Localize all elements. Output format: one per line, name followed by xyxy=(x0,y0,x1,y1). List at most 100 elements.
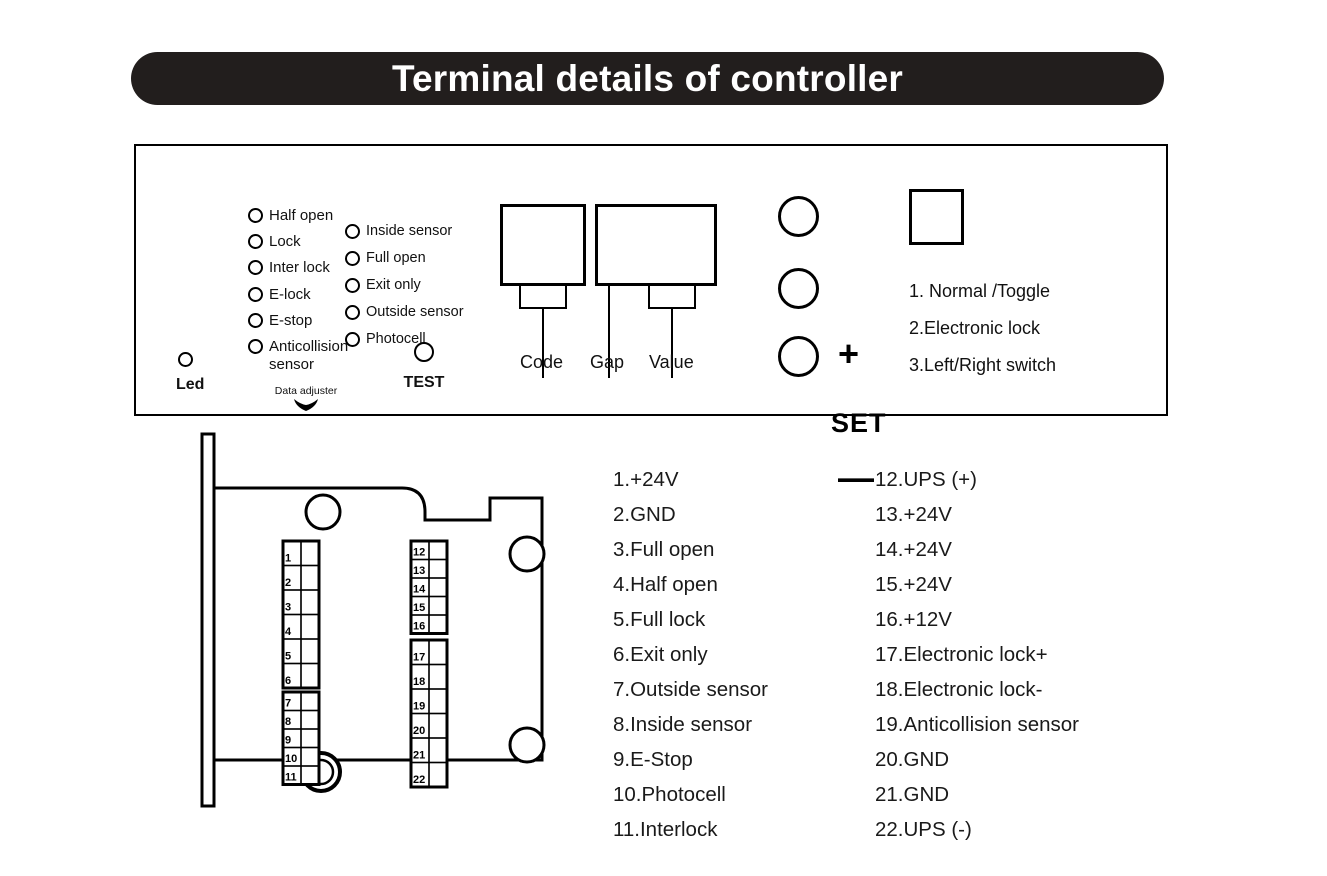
pin-list-item: 19.Anticollision sensor xyxy=(875,713,1079,736)
led-circle-icon xyxy=(248,287,263,302)
pin-list-item: 22.UPS (-) xyxy=(875,818,972,841)
pin-list-item: 10.Photocell xyxy=(613,783,726,806)
terminal-number: 19 xyxy=(413,701,425,713)
terminal-number: 5 xyxy=(285,651,291,663)
pin-list-item: 15.+24V xyxy=(875,573,952,596)
dip-option-2: 2.Electronic lock xyxy=(909,318,1041,338)
dip-option-3: 3.Left/Right switch xyxy=(909,355,1057,375)
pin-list-item: 8.Inside sensor xyxy=(613,713,753,736)
led-label: E-lock xyxy=(269,286,311,303)
display-gap-leader xyxy=(608,286,610,378)
led-indicator-caption: Led xyxy=(176,376,205,393)
led-circle-icon xyxy=(345,278,360,293)
terminal-number: 14 xyxy=(413,584,426,596)
pin-list-item: 17.Electronic lock+ xyxy=(875,643,1048,666)
terminal-number: 20 xyxy=(413,725,425,737)
pin-list-item: 9.E-Stop xyxy=(613,748,693,771)
display-value-leader xyxy=(671,309,673,378)
led-row-anticollision-sensor: Anticollision xyxy=(248,339,348,354)
pin-list-item: 2.GND xyxy=(613,503,676,526)
display-code-leader xyxy=(542,309,544,378)
pin-list-item: 12.UPS (+) xyxy=(875,468,977,491)
pin-list-item: 5.Full lock xyxy=(613,608,706,631)
terminal-number: 10 xyxy=(285,753,297,765)
led-label: Lock xyxy=(269,233,301,250)
data-adjuster-group: Data adjuster xyxy=(256,385,356,417)
terminal-number: 7 xyxy=(285,698,291,710)
led-label: E-stop xyxy=(269,312,313,329)
terminal-number: 11 xyxy=(285,772,297,784)
led-row-full-open: Full open xyxy=(345,251,426,266)
led-row-photocell: Photocell xyxy=(345,332,426,347)
led-label: Photocell xyxy=(366,331,426,347)
pin-list-item: 11.Interlock xyxy=(613,818,718,841)
led-row-inside-sensor: Inside sensor xyxy=(345,224,452,239)
led-row-outside-sensor: Outside sensor xyxy=(345,305,464,320)
chevron-down-icon xyxy=(294,399,318,411)
terminal-number: 3 xyxy=(285,602,291,614)
led-row-inter-lock: Inter lock xyxy=(248,260,330,275)
led-circle-icon xyxy=(345,251,360,266)
led-label: Inter lock xyxy=(269,259,330,276)
terminal-number: 2 xyxy=(285,577,291,589)
terminal-screw-cell[interactable] xyxy=(300,662,320,689)
data-adjuster-label: Data adjuster xyxy=(274,385,338,397)
pin-list-item: 21.GND xyxy=(875,783,950,806)
dip-option-1: 1. Normal /Toggle xyxy=(909,281,1051,301)
led-indicator-group: Led xyxy=(176,352,204,394)
led-label: Anticollision xyxy=(269,338,349,355)
pin-list-item: 3.Full open xyxy=(613,538,715,561)
minus-button[interactable] xyxy=(778,336,819,377)
led-row-anticollision-sensor-line2: sensor xyxy=(269,357,314,372)
led-circle-icon xyxy=(248,313,263,328)
led-row-e-lock: E-lock xyxy=(248,287,311,302)
terminal-screw-cell[interactable] xyxy=(428,761,448,788)
title-banner: Terminal details of controller xyxy=(131,52,1164,105)
led-label: Outside sensor xyxy=(366,304,464,320)
set-button[interactable] xyxy=(778,268,819,309)
plus-button[interactable] xyxy=(778,196,819,237)
terminal-number: 13 xyxy=(413,565,425,577)
display-value-label: Value xyxy=(649,352,694,372)
pin-list-item: 13.+24V xyxy=(875,503,952,526)
screw-hole-icon xyxy=(508,726,546,764)
pin-list-item: 4.Half open xyxy=(613,573,718,596)
terminal-screw-cell[interactable] xyxy=(428,614,448,635)
led-circle-icon xyxy=(248,339,263,354)
terminal-number: 4 xyxy=(285,626,292,638)
pin-list-item: 16.+12V xyxy=(875,608,952,631)
led-row-lock: Lock xyxy=(248,234,301,249)
terminal-number: 6 xyxy=(285,675,291,687)
dip-switch-block[interactable] xyxy=(909,189,964,245)
test-button-group[interactable]: TEST xyxy=(389,342,459,392)
set-symbol: SET xyxy=(831,408,887,438)
board-outline xyxy=(214,486,544,762)
pin-list-item: 14.+24V xyxy=(875,538,952,561)
terminal-number: 18 xyxy=(413,676,425,688)
led-label: sensor xyxy=(269,356,315,373)
led-label: Half open xyxy=(269,207,334,224)
terminal-number: 12 xyxy=(413,547,425,559)
terminal-number: 22 xyxy=(413,774,425,786)
plus-symbol: + xyxy=(838,333,860,374)
display-gap-value xyxy=(595,204,717,286)
led-circle-icon xyxy=(248,260,263,275)
led-circle-icon xyxy=(248,234,263,249)
led-circle-icon xyxy=(345,305,360,320)
led-label: Inside sensor xyxy=(366,223,453,239)
pin-list-item: 18.Electronic lock- xyxy=(875,678,1043,701)
display-code xyxy=(500,204,586,286)
pin-list-item: 1.+24V xyxy=(613,468,679,491)
terminal-screw-cell[interactable] xyxy=(300,765,320,786)
pin-list-column-a: 1.+24V 2.GND 3.Full open 4.Half open 5.Full … xyxy=(613,462,768,847)
controller-panel: Half open Lock Inter lock E-lock E-stop … xyxy=(134,144,1168,496)
led-label: Exit only xyxy=(366,277,421,293)
pin-list-item: 6.Exit only xyxy=(613,643,708,666)
test-button[interactable] xyxy=(414,342,434,362)
terminal-number: 9 xyxy=(285,735,291,747)
led-circle-icon xyxy=(248,208,263,223)
